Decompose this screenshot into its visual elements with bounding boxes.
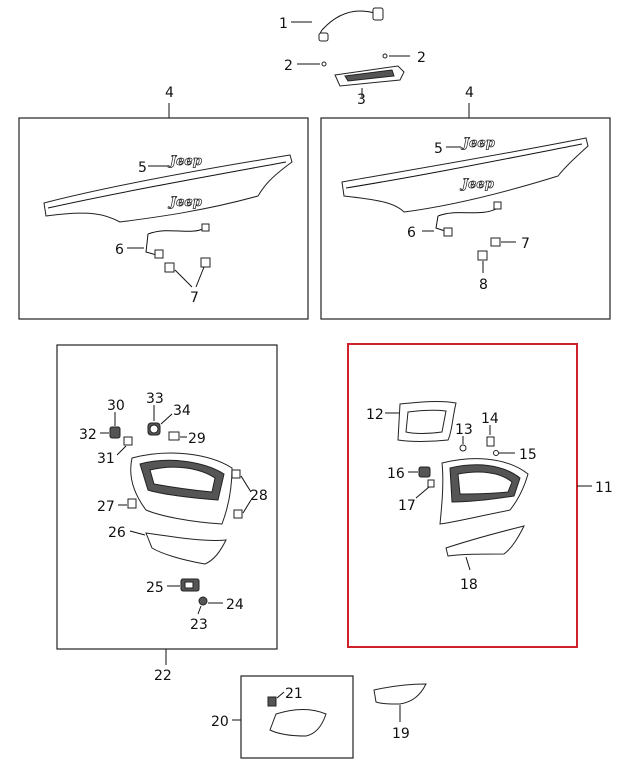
clip-7-left-a bbox=[164, 262, 175, 273]
jeep-badge-left-top: Jeep bbox=[167, 154, 202, 169]
callout-20: 20 bbox=[211, 714, 229, 730]
gasket-12-inner bbox=[405, 409, 447, 434]
applique-box-left bbox=[18, 117, 309, 320]
callout-17: 17 bbox=[398, 498, 416, 514]
callout-16: 16 bbox=[387, 466, 405, 482]
callout-3: 3 bbox=[357, 92, 366, 108]
jeep-badge-left-bottom: Jeep bbox=[167, 195, 202, 210]
reflector-box-20 bbox=[240, 675, 354, 759]
bulb-socket-33-34 bbox=[147, 422, 161, 436]
bulb-31 bbox=[123, 436, 133, 446]
callout-13: 13 bbox=[455, 422, 473, 438]
screw-2-right bbox=[382, 53, 388, 59]
nut-28-top bbox=[231, 469, 241, 479]
callout-26: 26 bbox=[108, 525, 126, 541]
callout-4-left: 4 bbox=[165, 85, 174, 101]
callout-15: 15 bbox=[519, 447, 537, 463]
callout-18: 18 bbox=[460, 577, 478, 593]
bulb-17 bbox=[427, 479, 435, 488]
callout-7-right: 7 bbox=[521, 236, 530, 252]
reflector-18 bbox=[445, 525, 525, 557]
callout-1: 1 bbox=[279, 16, 288, 32]
reflector-lamp-20 bbox=[269, 709, 327, 737]
callout-34: 34 bbox=[173, 403, 191, 419]
callout-29: 29 bbox=[188, 431, 206, 447]
tail-lamp-22 bbox=[130, 452, 233, 525]
callout-22: 22 bbox=[154, 668, 172, 684]
reflector-19 bbox=[373, 683, 427, 705]
reflector-26 bbox=[145, 532, 227, 565]
clip-21 bbox=[267, 696, 277, 707]
callout-5-right: 5 bbox=[434, 141, 443, 157]
callout-6-right: 6 bbox=[407, 225, 416, 241]
harness-assembly-1 bbox=[318, 7, 384, 42]
callout-30: 30 bbox=[107, 398, 125, 414]
callout-23: 23 bbox=[190, 617, 208, 633]
bulb-29 bbox=[168, 431, 180, 441]
callout-21: 21 bbox=[285, 686, 303, 702]
callout-2-left: 2 bbox=[284, 58, 293, 74]
callout-5-left: 5 bbox=[138, 160, 147, 176]
screw-2-left bbox=[321, 61, 327, 67]
screw-15 bbox=[493, 450, 499, 456]
harness-6-right bbox=[435, 201, 502, 237]
fastener-27 bbox=[127, 498, 137, 509]
callout-11: 11 bbox=[595, 480, 613, 496]
callout-8: 8 bbox=[479, 277, 488, 293]
liftgate-applique-right bbox=[341, 137, 589, 213]
callout-28: 28 bbox=[250, 488, 268, 504]
callout-6-left: 6 bbox=[115, 242, 124, 258]
liftgate-lamp-11 bbox=[439, 458, 529, 525]
callout-4-right: 4 bbox=[465, 85, 474, 101]
callout-24: 24 bbox=[226, 597, 244, 613]
jeep-badge-right-bottom: Jeep bbox=[459, 177, 494, 192]
applique-box-right bbox=[320, 117, 611, 320]
callout-14: 14 bbox=[481, 411, 499, 427]
callout-2-right: 2 bbox=[417, 50, 426, 66]
bolt-14 bbox=[486, 436, 495, 447]
socket-16 bbox=[418, 466, 431, 478]
callout-25: 25 bbox=[146, 580, 164, 596]
clip-7-right bbox=[490, 237, 501, 247]
clip-8 bbox=[477, 250, 488, 261]
high-mount-stop-lamp-3 bbox=[334, 65, 405, 87]
callout-27: 27 bbox=[97, 499, 115, 515]
jeep-badge-right-top: Jeep bbox=[460, 136, 495, 151]
callout-31: 31 bbox=[97, 451, 115, 467]
callout-7-left: 7 bbox=[190, 290, 199, 306]
callout-32: 32 bbox=[79, 427, 97, 443]
callout-19: 19 bbox=[392, 726, 410, 742]
module-25 bbox=[180, 578, 200, 592]
clip-7-left-b bbox=[200, 257, 211, 268]
socket-32 bbox=[109, 426, 121, 439]
liftgate-lamp-box-highlighted bbox=[347, 343, 578, 648]
tail-lamp-box bbox=[56, 344, 278, 650]
nut-13 bbox=[459, 444, 467, 452]
nut-28-bottom bbox=[233, 509, 243, 519]
callout-12: 12 bbox=[366, 407, 384, 423]
harness-6-left bbox=[145, 223, 210, 259]
connector-24 bbox=[198, 596, 208, 606]
callout-33: 33 bbox=[146, 391, 164, 407]
liftgate-applique-left bbox=[43, 154, 293, 223]
